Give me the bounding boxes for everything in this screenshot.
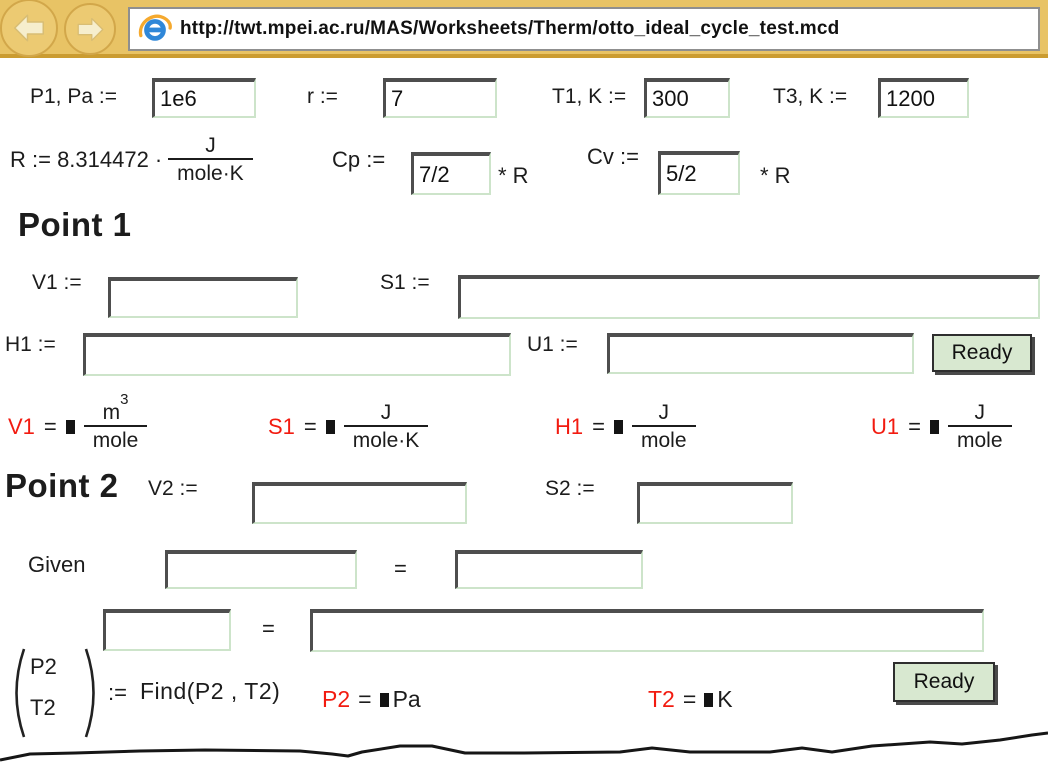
result-name: U1 (871, 414, 900, 439)
result-name: V1 (8, 414, 35, 439)
h1-input[interactable] (83, 333, 511, 376)
cp-mult-r: * R (498, 163, 529, 188)
address-bar[interactable]: http://twt.mpei.ac.ru/MAS/Worksheets/The… (128, 7, 1040, 51)
h1-label: H1 := (5, 333, 56, 356)
point1-heading: Point 1 (18, 206, 132, 243)
s2-input[interactable] (637, 482, 793, 524)
unit-fraction: m3 mole (83, 391, 148, 453)
placeholder-square (379, 692, 389, 707)
equals-sign: = (592, 414, 605, 439)
v1-input[interactable] (108, 277, 298, 318)
back-button[interactable] (0, 0, 58, 57)
result-v1: V1 = m3 mole (8, 391, 148, 453)
s2-label: S2 := (545, 477, 595, 500)
cv-label: Cv := (587, 144, 639, 169)
fraction-denominator: mole (631, 425, 696, 453)
gas-constant-unit-fraction: J mole·K (168, 134, 253, 186)
equals-sign: = (43, 414, 57, 439)
given-lhs-input[interactable] (165, 550, 357, 589)
forward-arrow-icon (75, 14, 106, 45)
result-s1: S1 = J mole·K (268, 401, 429, 453)
vector-element-t2: T2 (30, 695, 56, 720)
placeholder-square (929, 420, 939, 434)
param-input-t3[interactable] (878, 78, 969, 118)
cp-input[interactable] (411, 152, 491, 195)
multiply-dot: · (154, 147, 163, 172)
torn-edge (0, 728, 1048, 768)
fraction-numerator: J (380, 401, 392, 424)
fraction-denominator: mole·K (343, 425, 429, 453)
vector-element-p2: P2 (30, 654, 57, 679)
browser-toolbar: http://twt.mpei.ac.ru/MAS/Worksheets/The… (0, 0, 1048, 58)
given-rhs-input[interactable] (455, 550, 643, 589)
param-input-p1[interactable] (152, 78, 256, 118)
u1-input[interactable] (607, 333, 914, 374)
v1-label: V1 := (32, 271, 82, 294)
fraction-numerator: J (205, 134, 216, 157)
vector-parens-icon (2, 646, 106, 740)
constraint-lhs-input[interactable] (103, 609, 231, 651)
s1-label: S1 := (380, 271, 430, 294)
fraction-denominator: mole (83, 425, 148, 453)
gas-constant-expression: R := 8.314472 · J mole·K (10, 134, 253, 186)
unit-label: Pa (392, 686, 421, 712)
s1-input[interactable] (458, 275, 1040, 319)
param-label-r: r := (307, 85, 338, 108)
result-name: T2 (648, 686, 675, 712)
placeholder-square (65, 420, 75, 434)
cv-mult-r: * R (760, 163, 791, 188)
fraction-denominator: mole·K (168, 158, 253, 186)
result-t2: T2 = K (648, 686, 733, 713)
unit-fraction: J mole·K (343, 401, 429, 453)
result-name: P2 (322, 686, 351, 712)
equals-sign: = (682, 686, 697, 712)
result-name: S1 (268, 414, 295, 439)
ready-button-point2[interactable]: Ready (893, 662, 995, 702)
result-p2: P2 = Pa (322, 686, 421, 713)
gas-constant-text: R := 8.314472 (10, 147, 149, 172)
assign-symbol: := (108, 680, 127, 705)
fraction-numerator: J (658, 401, 670, 424)
given-equals: = (394, 556, 407, 581)
internet-explorer-icon (138, 12, 172, 46)
unit-fraction: J mole (947, 401, 1012, 453)
result-name: H1 (555, 414, 584, 439)
param-label-t3: T3, K := (773, 85, 848, 108)
equals-sign: = (303, 414, 317, 439)
fraction-numerator: J (974, 401, 986, 424)
find-expression: Find(P2 , T2) (140, 678, 281, 704)
u1-label: U1 := (527, 333, 578, 356)
placeholder-square (325, 420, 335, 434)
forward-button[interactable] (64, 3, 116, 55)
given-label: Given (28, 552, 86, 577)
back-arrow-icon (11, 10, 47, 46)
result-h1: H1 = J mole (555, 401, 696, 453)
unit-label: K (717, 686, 733, 712)
param-input-t1[interactable] (644, 78, 730, 118)
fraction-numerator: m3 (102, 391, 129, 424)
result-u1: U1 = J mole (871, 401, 1012, 453)
exponent: 3 (120, 391, 129, 408)
constraint-equals: = (262, 616, 275, 641)
placeholder-square (613, 420, 623, 434)
constraint-rhs-input[interactable] (310, 609, 984, 652)
unit-fraction: J mole (631, 401, 696, 453)
fraction-denominator: mole (947, 425, 1012, 453)
param-label-t1: T1, K := (552, 85, 627, 108)
cp-label: Cp := (332, 147, 386, 172)
v2-input[interactable] (252, 482, 467, 524)
param-input-r[interactable] (383, 78, 497, 118)
cv-input[interactable] (658, 151, 740, 195)
equals-sign: = (908, 414, 921, 439)
url-text: http://twt.mpei.ac.ru/MAS/Worksheets/The… (180, 18, 840, 39)
v2-label: V2 := (148, 477, 198, 500)
ready-button-point1[interactable]: Ready (932, 334, 1032, 372)
point2-heading: Point 2 (5, 467, 119, 504)
placeholder-square (704, 692, 714, 707)
equals-sign: = (358, 686, 372, 712)
param-label-p1: P1, Pa := (30, 85, 117, 108)
